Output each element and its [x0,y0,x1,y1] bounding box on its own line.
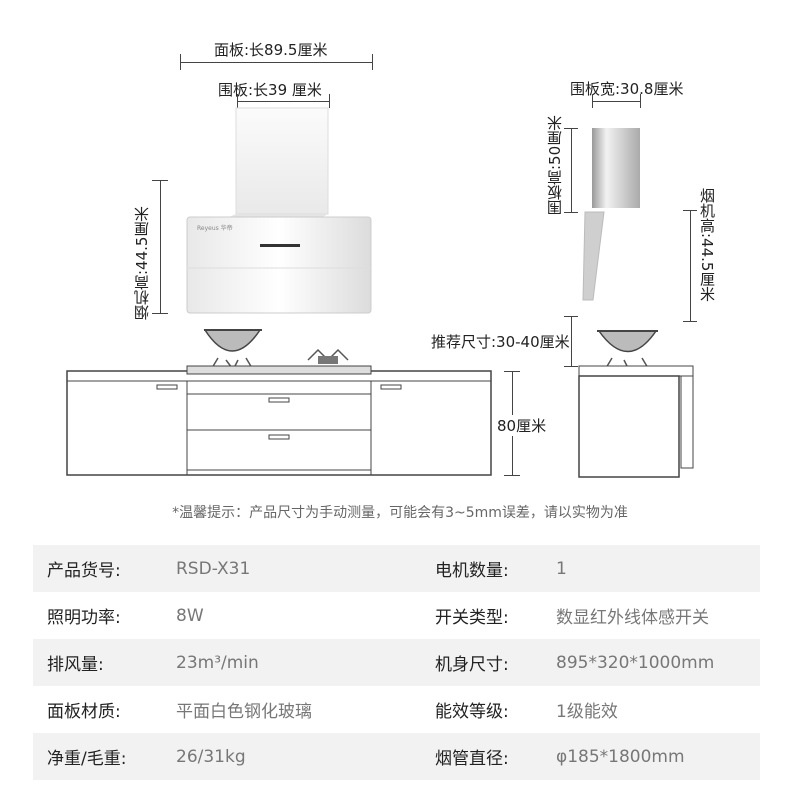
spec-label: 产品货号: [47,561,121,581]
spec-value: 1 [556,558,567,579]
recommended-size-label: 推荐尺寸:30-40厘米 [431,333,570,351]
cabinet-height-tick-top [504,371,520,372]
spec-label: 烟管直径: [435,749,509,769]
hood-height-front-line [160,180,161,313]
cabinet-height-label: 80厘米 [497,415,547,436]
skirt-width-label: 围板宽:30.8厘米 [570,80,684,98]
skirt-width-line [592,101,640,102]
recommended-size-tick-top [564,316,578,317]
hood-height-side-label: 烟机高:44.5厘米 [698,188,716,302]
hood-height-side-tick-top [683,210,697,211]
spec-value: 1级能效 [556,702,618,722]
recommended-size-line [571,316,572,366]
spec-label: 电机数量: [435,561,509,581]
table-row: 净重/毛重: 26/31kg 烟管直径: φ185*1800mm [33,733,760,780]
hood-height-front-tick-bottom [152,313,168,314]
spec-table: 产品货号: RSD-X31 电机数量: 1 照明功率: 8W 开关类型: 数显红… [33,545,760,780]
hood-height-side-tick-bottom [683,321,697,322]
table-row: 排风量: 23m³/min 机身尺寸: 895*320*1000mm [33,639,760,686]
skirt-height-line [571,128,572,212]
spec-label: 开关类型: [435,608,509,628]
spec-label: 机身尺寸: [435,655,509,675]
panel-length-label: 面板:长89.5厘米 [214,41,328,59]
spec-label: 面板材质: [47,702,121,722]
spec-value: 平面白色钢化玻璃 [176,702,312,722]
panel-length-tick-left [180,54,181,70]
brand-mark: Reyeus 华帝 [197,225,233,232]
spec-label: 排风量: [47,655,104,675]
hood-height-front-tick-top [152,180,168,181]
table-row: 产品货号: RSD-X31 电机数量: 1 [33,545,760,592]
spec-value: 895*320*1000mm [556,652,715,673]
spec-value: φ185*1800mm [556,746,685,767]
spec-value: RSD-X31 [176,558,251,579]
cabinet-height-tick-bottom [504,475,520,476]
skirt-length-label: 围板:长39 厘米 [218,81,322,99]
panel-length-tick-right [372,54,373,70]
spec-label: 能效等级: [435,702,509,722]
skirt-width-tick-left [592,94,593,108]
panel-length-line [180,62,372,63]
spec-label: 净重/毛重: [47,749,127,769]
hood-height-side-line [690,210,691,321]
skirt-height-tick-top [564,128,578,129]
spec-value: 26/31kg [176,746,246,767]
skirt-height-tick-bottom [564,212,578,213]
table-row: 面板材质: 平面白色钢化玻璃 能效等级: 1级能效 [33,686,760,733]
skirt-length-line [237,101,329,102]
skirt-length-tick-left [237,94,238,108]
spec-value: 数显红外线体感开关 [556,608,709,628]
table-row: 照明功率: 8W 开关类型: 数显红外线体感开关 [33,592,760,639]
spec-label: 照明功率: [47,608,121,628]
spec-value: 8W [176,605,204,626]
measurement-note: *温馨提示：产品尺寸为手动测量，可能会有3~5mm误差，请以实物为准 [172,505,628,521]
recommended-size-tick-bottom [564,366,578,367]
skirt-width-tick-right [640,94,641,108]
spec-value: 23m³/min [176,652,259,673]
skirt-length-tick-right [329,94,330,108]
